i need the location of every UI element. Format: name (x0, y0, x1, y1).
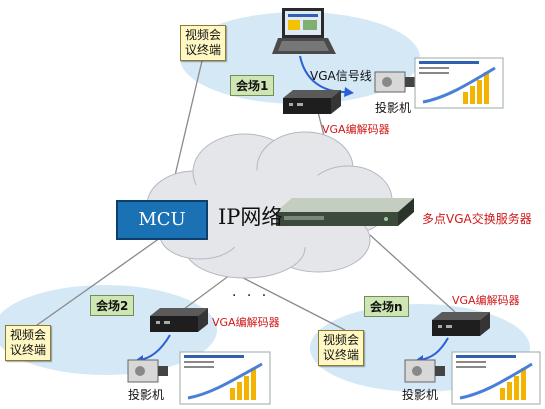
terminal-n-line1: 视频会 (323, 333, 360, 347)
link-mcu-terminal2 (29, 237, 161, 331)
vga-decoder-1-icon (283, 90, 341, 114)
screen-1-icon (414, 57, 504, 109)
decoder-2-label: VGA编解码器 (212, 316, 280, 329)
screen-n-icon (451, 351, 541, 405)
more-venues-ellipsis: · · · (232, 288, 270, 304)
terminal-2-line1: 视频会 (10, 328, 47, 342)
vga-decoder-n-icon (432, 312, 490, 336)
terminal-1-line2: 议终端 (185, 43, 222, 57)
decoder-n-label: VGA编解码器 (452, 294, 520, 307)
server-label: 多点VGA交换服务器 (422, 212, 532, 226)
venue-1-tag: 会场1 (230, 75, 275, 96)
decoder-1-label: VGA编解码器 (322, 123, 390, 136)
terminal-n-line2: 议终端 (323, 348, 360, 362)
venue-2-tag: 会场2 (90, 295, 135, 316)
projector-2-label: 投影机 (128, 388, 165, 402)
terminal-2-line2: 议终端 (10, 343, 47, 357)
terminal-1-line1: 视频会 (185, 28, 222, 42)
mcu-box: MCU (116, 200, 208, 240)
venue-2-area (0, 285, 217, 375)
vga-decoder-2-icon (150, 308, 208, 332)
video-terminal-2: 视频会 议终端 (5, 325, 52, 361)
video-terminal-1: 视频会 议终端 (180, 25, 227, 61)
projector-1-label: 投影机 (375, 101, 412, 115)
video-terminal-n: 视频会 议终端 (318, 330, 365, 366)
link-server-decodern (369, 234, 456, 313)
vga-switch-server-icon (276, 198, 414, 226)
projector-n-label: 投影机 (402, 388, 439, 402)
ip-network-label: IP网络 (218, 205, 283, 229)
venue-n-tag: 会场n (364, 296, 409, 317)
projector-2-icon (127, 359, 168, 383)
cloud-fill-core (175, 170, 365, 250)
screen-2-icon (179, 351, 271, 405)
vga-cable-label: VGA信号线 (310, 69, 372, 83)
laptop-icon (272, 8, 336, 54)
projector-1-icon (374, 71, 415, 93)
projector-n-icon (404, 359, 445, 383)
